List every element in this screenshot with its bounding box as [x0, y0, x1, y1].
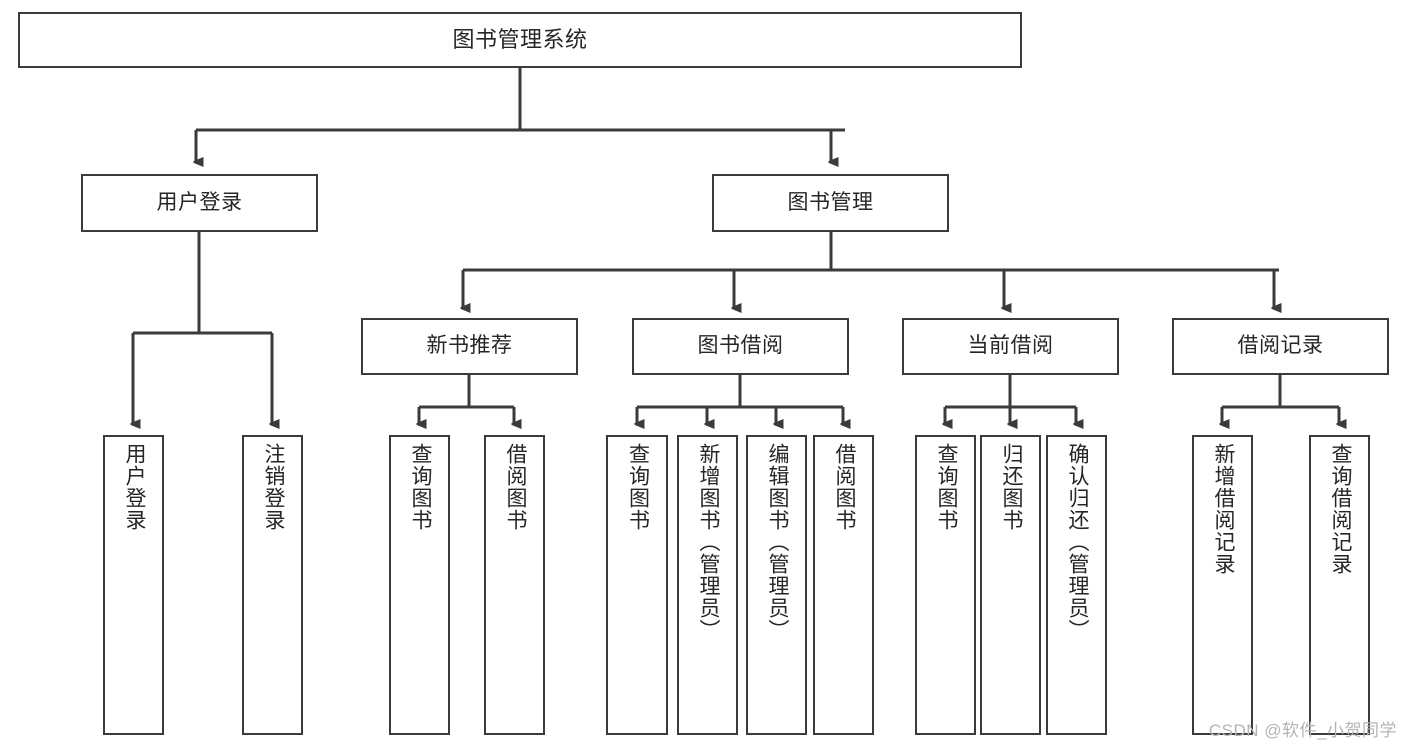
node-current-borrow-label: 当前借阅	[967, 334, 1054, 358]
leaf-user-login-logout[interactable]: 注销登录	[242, 435, 303, 735]
leaf-label: 查询借阅记录	[1328, 443, 1352, 575]
node-root[interactable]: 图书管理系统	[18, 12, 1022, 68]
leaf-book-borrow-borrow[interactable]: 借阅图书	[813, 435, 874, 735]
leaf-borrow-record-add[interactable]: 新增借阅记录	[1192, 435, 1253, 735]
leaf-label: 用户登录	[122, 443, 146, 531]
leaf-label: 查询图书	[408, 443, 432, 531]
leaf-label: 确认归还（管理员）	[1065, 443, 1089, 641]
leaf-user-login-login[interactable]: 用户登录	[103, 435, 164, 735]
leaf-label: 编辑图书（管理员）	[765, 443, 789, 641]
leaf-label: 新增借阅记录	[1211, 443, 1235, 575]
leaf-current-borrow-query[interactable]: 查询图书	[915, 435, 976, 735]
leaf-current-borrow-confirm-return[interactable]: 确认归还（管理员）	[1046, 435, 1107, 735]
leaf-label: 注销登录	[261, 443, 285, 531]
leaf-book-borrow-add[interactable]: 新增图书（管理员）	[677, 435, 738, 735]
node-root-label: 图书管理系统	[452, 27, 588, 53]
node-book-management-label: 图书管理	[787, 190, 874, 214]
leaf-book-borrow-query[interactable]: 查询图书	[606, 435, 668, 735]
leaf-new-book-borrow[interactable]: 借阅图书	[484, 435, 545, 735]
leaf-label: 借阅图书	[503, 443, 527, 531]
node-book-borrow-label: 图书借阅	[697, 334, 784, 358]
node-book-management[interactable]: 图书管理	[712, 174, 949, 232]
node-borrow-record[interactable]: 借阅记录	[1172, 318, 1389, 375]
leaf-label: 新增图书（管理员）	[696, 443, 720, 641]
node-borrow-record-label: 借阅记录	[1237, 334, 1324, 358]
leaf-book-borrow-edit[interactable]: 编辑图书（管理员）	[746, 435, 807, 735]
leaf-current-borrow-return[interactable]: 归还图书	[980, 435, 1041, 735]
leaf-borrow-record-query[interactable]: 查询借阅记录	[1309, 435, 1370, 735]
leaf-new-book-query[interactable]: 查询图书	[389, 435, 450, 735]
leaf-label: 归还图书	[999, 443, 1023, 531]
node-book-borrow[interactable]: 图书借阅	[632, 318, 849, 375]
leaf-label: 借阅图书	[832, 443, 856, 531]
leaf-label: 查询图书	[934, 443, 958, 531]
node-user-login-label: 用户登录	[156, 190, 243, 214]
node-current-borrow[interactable]: 当前借阅	[902, 318, 1119, 375]
node-new-book-recommend-label: 新书推荐	[426, 334, 513, 358]
leaf-label: 查询图书	[626, 443, 650, 531]
node-user-login[interactable]: 用户登录	[81, 174, 318, 232]
node-new-book-recommend[interactable]: 新书推荐	[361, 318, 578, 375]
